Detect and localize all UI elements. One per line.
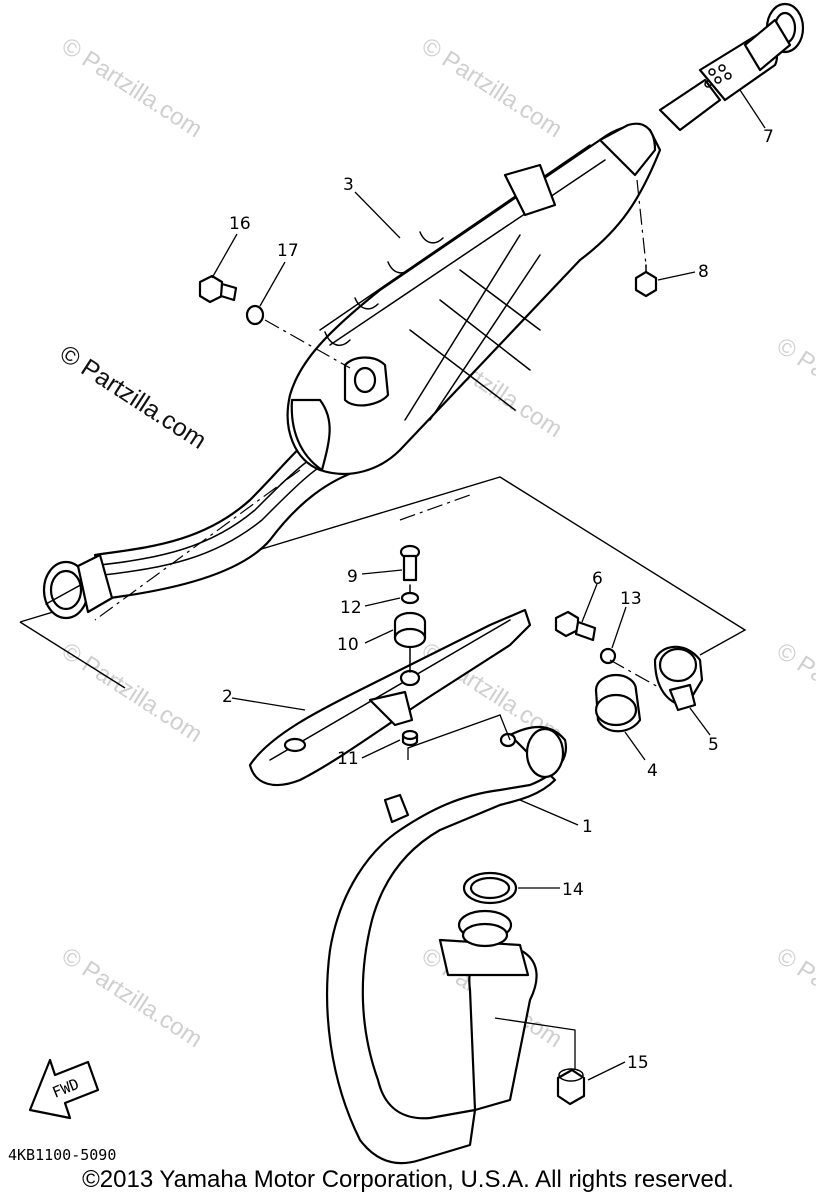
- assembly-line: [399, 494, 471, 521]
- bolt-and-washer: [198, 274, 351, 369]
- flange-nut: [556, 1068, 586, 1106]
- callout-15: 15: [627, 1053, 649, 1073]
- callout-8: 8: [698, 262, 709, 282]
- callout-14: 14: [562, 880, 584, 900]
- diagram-code: 4KB1100-5090: [8, 1146, 116, 1164]
- watermark: © Partzilla.com: [57, 942, 207, 1053]
- callout-3: 3: [343, 175, 354, 195]
- callout-10: 10: [337, 635, 359, 655]
- callout-17: 17: [277, 241, 299, 261]
- watermark: © Partzilla.com: [772, 942, 816, 1053]
- callout-12: 12: [340, 598, 362, 618]
- watermark: © Partzilla.com: [417, 32, 567, 143]
- watermark: © Partzilla.com: [772, 332, 816, 443]
- mount-hardware: [393, 544, 427, 747]
- callout-13: 13: [620, 589, 642, 609]
- stay-bracket: [248, 608, 532, 787]
- callout-9: 9: [347, 567, 358, 587]
- pointer-line: [494, 1017, 576, 1070]
- callout-5: 5: [708, 735, 719, 755]
- callout-1: 1: [582, 817, 593, 837]
- exhaust-pipe: [326, 725, 568, 1165]
- gasket-inner: [469, 876, 511, 900]
- copyright-notice: ©2013 Yamaha Motor Corporation, U.S.A. A…: [82, 1166, 734, 1193]
- callout-2: 2: [222, 687, 233, 707]
- clamp-hardware: [554, 610, 704, 733]
- watermark: © Partzilla.com: [772, 637, 816, 748]
- pointer-line: [407, 714, 511, 760]
- watermark: © Partzilla.com: [57, 32, 207, 143]
- nut: [634, 179, 658, 298]
- callout-4: 4: [647, 761, 658, 781]
- assembly-frame-lower: [19, 621, 126, 689]
- muffler: [42, 122, 662, 620]
- callout-7: 7: [763, 127, 774, 147]
- assembly-line: [94, 469, 301, 621]
- watermark: © Partzilla.com: [57, 637, 207, 748]
- callout-11: 11: [337, 749, 359, 769]
- callouts: 1 2 3 4 5 6 7 8 9 10 11 12 13 14 15 16 1…: [222, 127, 774, 1073]
- watermark-main: © Partzilla.com: [55, 340, 212, 455]
- spark-arrestor: [658, 2, 805, 132]
- fwd-arrow: FWD: [28, 1058, 100, 1120]
- leader-lines: [211, 89, 766, 1081]
- assembly-line: [609, 659, 661, 689]
- callout-16: 16: [229, 214, 251, 234]
- callout-6: 6: [592, 569, 603, 589]
